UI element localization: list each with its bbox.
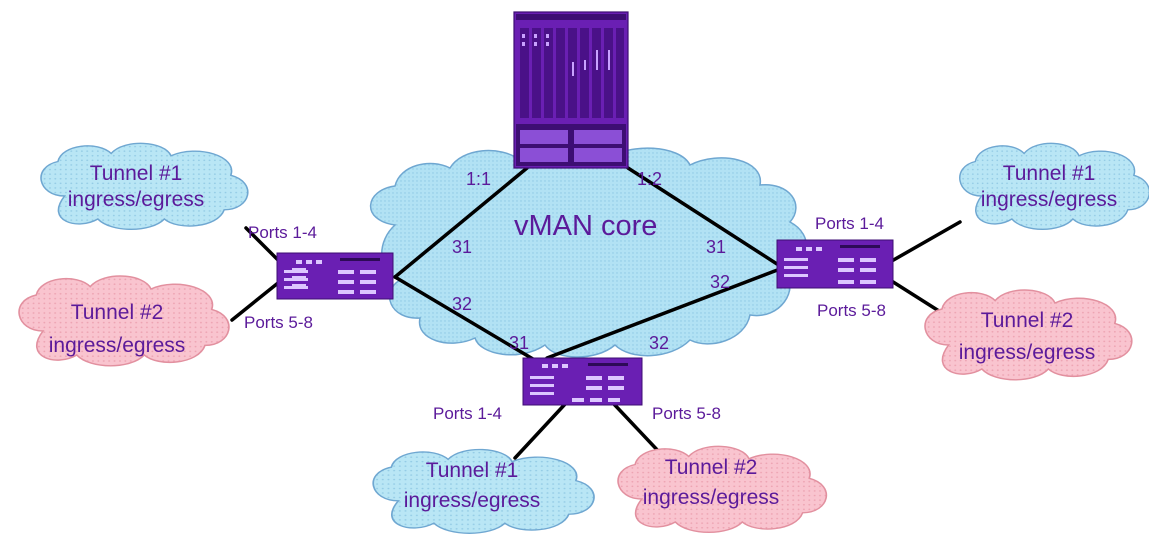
bottom-switch-ports-1-4: Ports 1-4 <box>433 404 502 423</box>
right-switch-ports-5-8: Ports 5-8 <box>817 301 886 320</box>
tunnel-cloud-right-2 <box>924 289 1133 381</box>
left-tunnel2-link <box>230 281 280 322</box>
vman-core-cloud <box>369 145 807 358</box>
tunnel-bottom-2-role: ingress/egress <box>642 486 780 509</box>
tunnel-bottom-1-name: Tunnel #1 <box>425 459 519 482</box>
vman-core-label: vMAN core <box>514 210 658 242</box>
tunnel-bottom-2-name: Tunnel #2 <box>664 456 758 479</box>
tunnel-right-1-name: Tunnel #1 <box>1002 162 1096 185</box>
bottom-switch-ports-5-8: Ports 5-8 <box>652 404 721 423</box>
core-chassis-device <box>513 11 629 169</box>
left-switch-device <box>276 252 394 300</box>
left-switch-port-31: 31 <box>452 237 473 257</box>
tunnel-right-1-role: ingress/egress <box>980 188 1118 211</box>
left-switch-ports-5-8: Ports 5-8 <box>244 313 313 332</box>
right-switch-ports-1-4: Ports 1-4 <box>815 214 884 233</box>
left-tunnel1-link <box>244 226 280 262</box>
tunnel-cloud-right-1 <box>959 142 1149 231</box>
link-label-core-right: 1:2 <box>637 169 663 189</box>
core-to-left-link <box>393 166 529 279</box>
tunnel-bottom-1-role: ingress/egress <box>403 489 541 512</box>
tunnel-left-2-name: Tunnel #2 <box>70 301 164 324</box>
core-to-right-link <box>626 166 779 266</box>
tunnel-right-2-role: ingress/egress <box>958 341 1096 364</box>
tunnel-left-2-role: ingress/egress <box>48 334 186 357</box>
right-tunnel1-link <box>888 220 962 264</box>
tunnel-cloud-left-1 <box>40 142 249 231</box>
tunnel-right-2-name: Tunnel #2 <box>980 309 1074 332</box>
left-switch-ports-1-4: Ports 1-4 <box>248 223 317 242</box>
bottom-tunnel2-link <box>610 400 664 457</box>
bottom-to-right-link <box>545 267 782 360</box>
bottom-switch-device <box>522 357 643 406</box>
left-to-bottom-link <box>393 275 540 364</box>
right-switch-device <box>776 239 894 289</box>
bottom-switch-port-32: 32 <box>649 333 670 353</box>
link-label-core-left: 1:1 <box>466 169 492 189</box>
left-switch-port-32: 32 <box>452 294 473 314</box>
right-switch-port-32: 32 <box>710 272 731 292</box>
tunnel-left-1-name: Tunnel #1 <box>89 162 183 185</box>
links <box>230 166 962 460</box>
bottom-switch-port-31: 31 <box>509 333 530 353</box>
right-switch-port-31: 31 <box>706 237 727 257</box>
tunnel-left-1-role: ingress/egress <box>67 188 205 211</box>
bottom-tunnel1-link <box>513 400 569 460</box>
